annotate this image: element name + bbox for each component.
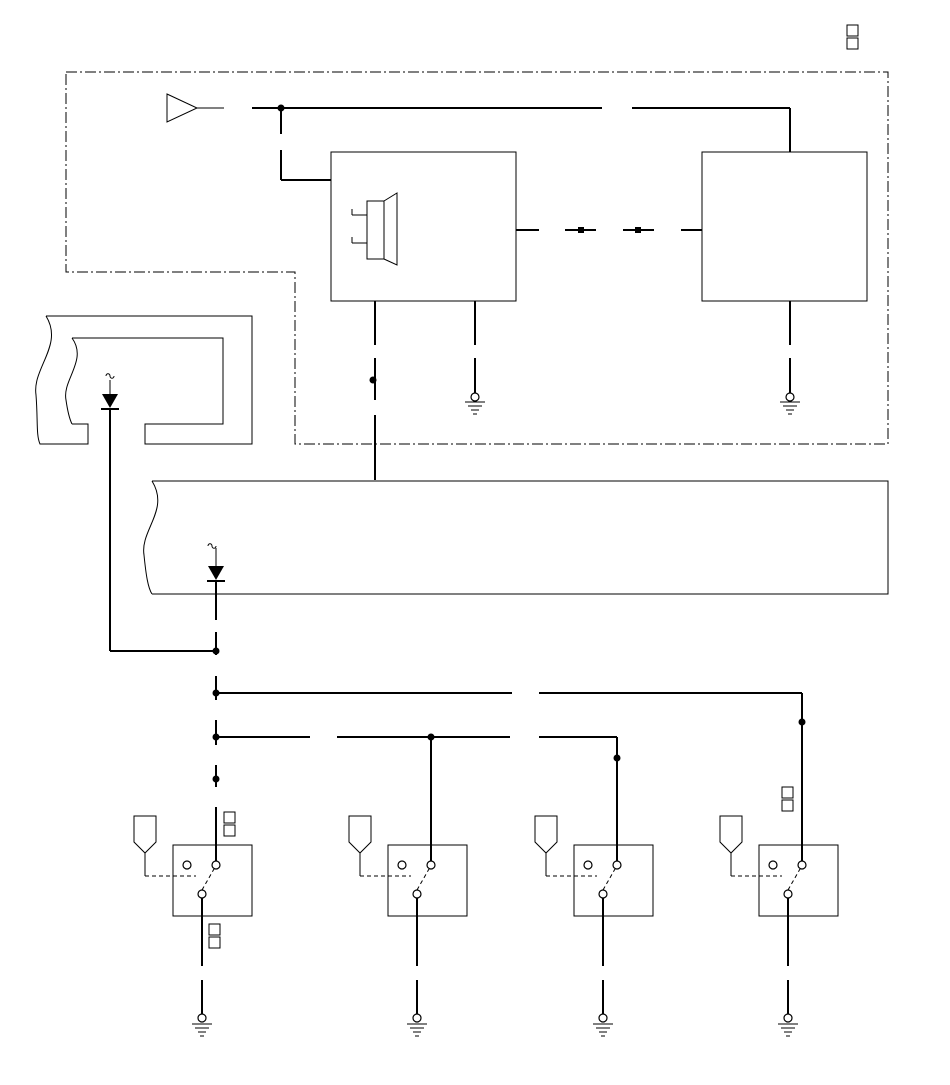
ground-icon xyxy=(465,392,485,415)
diode-icon xyxy=(207,543,225,582)
antenna-feed-icon xyxy=(166,93,224,123)
connector-tag-icon xyxy=(133,815,157,854)
switch-1 xyxy=(133,815,253,1037)
harness-connector-strip xyxy=(143,480,889,595)
connector-tag-icon xyxy=(719,815,743,854)
switch-2 xyxy=(348,798,468,1037)
assembly-dashdot-outline xyxy=(65,71,889,445)
diode-icon xyxy=(101,373,119,410)
control-unit-with-speaker xyxy=(330,151,517,302)
label-code-marker xyxy=(223,811,236,837)
connector-tag-icon xyxy=(348,815,372,854)
label-code-marker xyxy=(208,923,221,949)
lower-wiring xyxy=(109,409,806,845)
right-control-unit xyxy=(701,151,868,302)
header-code-marker xyxy=(846,24,859,50)
left-connector-frame xyxy=(35,315,253,445)
connector-tag-icon xyxy=(534,815,558,854)
switch-3 xyxy=(534,787,654,1037)
speaker-icon xyxy=(351,192,398,266)
unit-link-wire xyxy=(516,227,702,233)
top-bus-wires xyxy=(252,104,791,181)
upper-ground-leads xyxy=(369,301,791,480)
label-code-marker xyxy=(781,786,794,812)
switch-4 xyxy=(719,787,839,1037)
ground-icon xyxy=(780,392,800,415)
